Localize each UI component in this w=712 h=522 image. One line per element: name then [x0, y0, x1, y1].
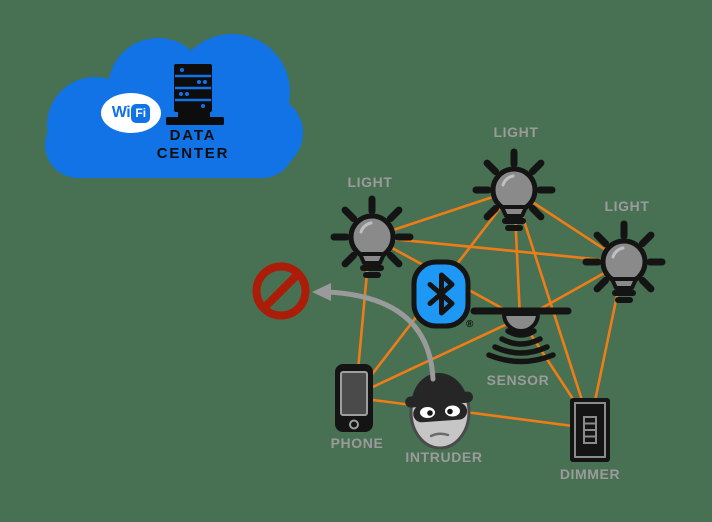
wifi-logo-fi-box: Fi — [131, 103, 151, 123]
mesh-link — [371, 188, 515, 239]
dimmer-icon — [570, 398, 610, 462]
label-light-1: LIGHT — [347, 174, 393, 190]
mesh-link — [357, 396, 589, 430]
mesh-link — [371, 235, 625, 264]
light-bulb-icon — [586, 224, 662, 300]
label-phone: PHONE — [330, 435, 384, 451]
data-center-label-line1: DATA — [169, 127, 217, 144]
data-center-label-line2: CENTER — [156, 145, 230, 162]
intruder-icon — [405, 373, 473, 450]
mesh-link — [361, 316, 521, 394]
label-light-3: LIGHT — [604, 198, 650, 214]
light-bulb-icon — [334, 199, 410, 275]
wifi-logo-wi-text: Wi — [111, 104, 131, 121]
server-icon — [166, 64, 224, 125]
sensor-waves — [486, 328, 556, 365]
label-light-2: LIGHT — [493, 124, 539, 140]
bluetooth-icon: ® — [411, 259, 474, 330]
data-center-label: DATA CENTER — [157, 127, 229, 163]
arrowhead — [312, 283, 331, 301]
registered-mark: ® — [466, 319, 474, 330]
label-intruder: INTRUDER — [405, 449, 483, 465]
light-bulb-icon — [476, 152, 552, 228]
blocked-sign-icon — [252, 262, 310, 320]
phone-icon — [335, 364, 373, 432]
burglar-hat — [405, 373, 473, 408]
label-dimmer: DIMMER — [559, 466, 621, 482]
motion-sensor-icon — [470, 307, 572, 365]
label-sensor: SENSOR — [486, 372, 550, 388]
wifi-logo: Wi Fi — [101, 93, 161, 133]
blocked-arrow — [312, 283, 436, 382]
